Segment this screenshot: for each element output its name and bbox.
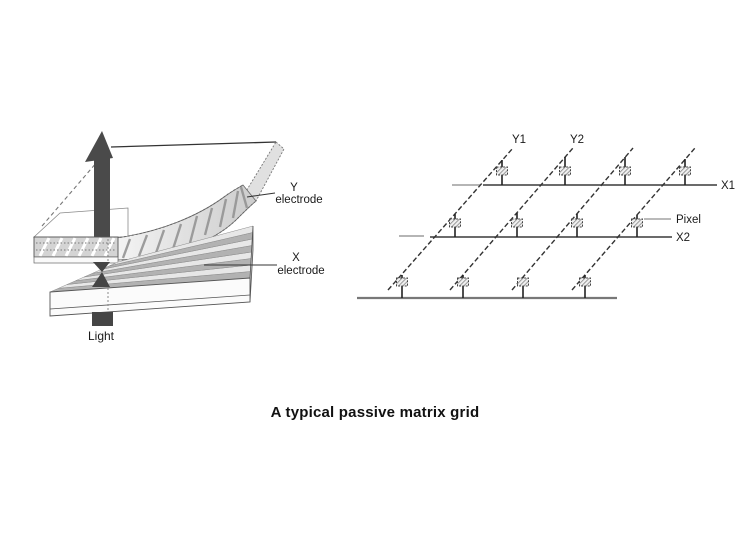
row-label-x2: X2 [676,232,690,244]
row-label-x1: X1 [721,180,735,192]
x-electrode-label-line1: X [292,252,300,264]
curl-dotted-top-edge [115,184,244,239]
matrix-grid-diagram: Y1 Y2 X1 X2 Pixel [357,134,735,300]
pixel-capacitor [571,218,583,228]
pixel-capacitor [679,166,691,176]
pixel-capacitor [396,277,408,287]
pixel-row-1 [501,157,686,185]
pixel-capacitor [631,218,643,228]
x-electrode-label-line2: electrode [277,265,324,277]
sheet-top-outline [110,141,277,148]
y-electrode-leader-line [246,192,276,198]
light-arrow-shaft [94,157,110,262]
column-label-y1: Y1 [512,134,526,146]
pixel-row-3 [401,275,586,298]
pixel-row-2 [454,213,638,237]
pixel-capacitor [449,218,461,228]
pixel-capacitor [579,277,591,287]
light-label: Light [88,329,115,343]
pixel-capacitor [496,166,508,176]
column-label-y2: Y2 [570,134,584,146]
lcd-layer-diagram: Y electrode X electrode Light [32,131,325,343]
y-sheet-flat-strip [33,236,119,264]
hidden-edge-dashed-line [41,161,98,227]
pixel-label: Pixel [676,214,701,226]
sheet-fold-band [244,141,285,202]
pixel-capacitor [511,218,523,228]
y-electrode-strips [121,186,249,259]
figure-caption: A typical passive matrix grid [270,404,480,421]
glass-front-face [49,277,251,317]
pixel-capacitor [559,166,571,176]
y-sheet-far-face [32,207,129,238]
light-beam-base [92,312,113,326]
y-electrode-label-line2: electrode [275,194,322,206]
pixel-capacitor [619,166,631,176]
light-arrow [85,131,113,262]
light-beam-pinch [92,262,110,287]
light-arrow-head [85,131,113,162]
pixel-capacitor [517,277,529,287]
y-electrode-label-line1: Y [290,182,298,194]
pixel-capacitor [457,277,469,287]
